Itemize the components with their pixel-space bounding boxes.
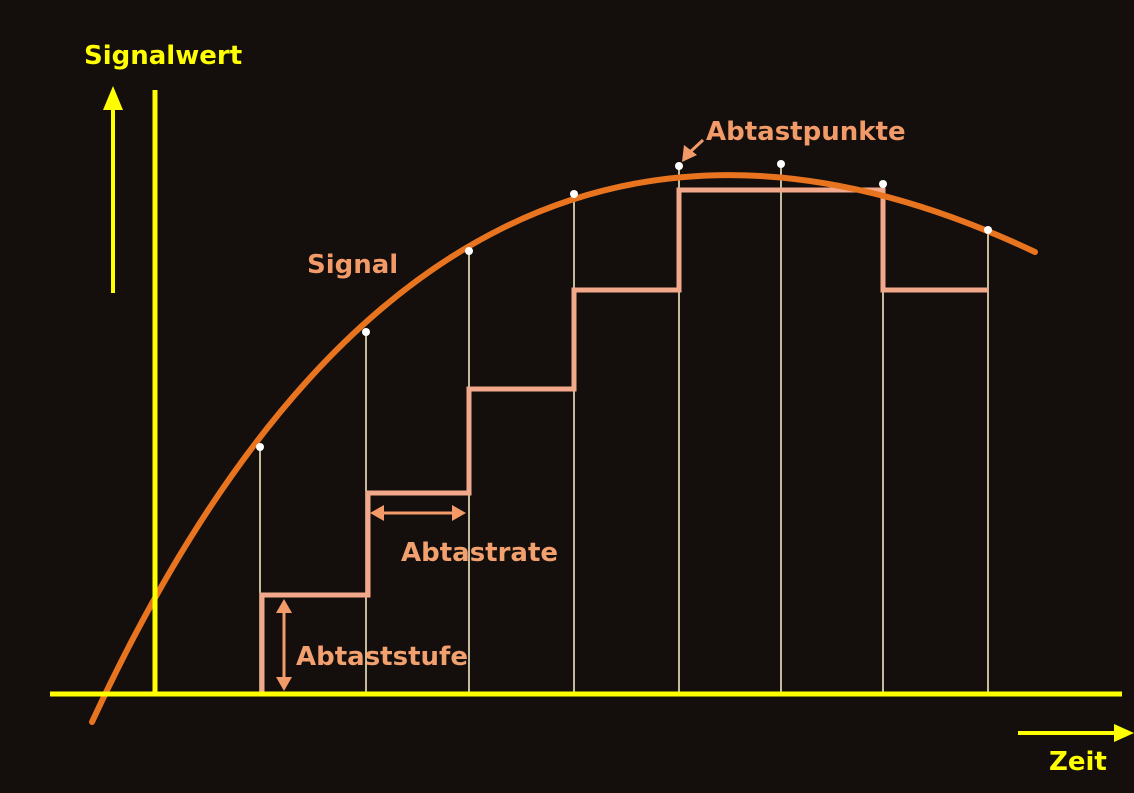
sample-step-arrow-bottom-icon (276, 677, 292, 691)
y-axis-label: Signalwert (84, 41, 242, 71)
sample-step-label: Abtaststufe (296, 642, 468, 672)
signal-label: Signal (307, 250, 398, 280)
sample-rate-arrow-left-icon (370, 505, 384, 521)
sample-step-arrow-top-icon (276, 599, 292, 613)
y-arrow-head-icon (103, 86, 123, 110)
sample-dot-8 (984, 226, 992, 234)
x-axis-arrow (1018, 724, 1134, 742)
sample-step-arrow (276, 599, 292, 691)
sample-rate-arrow (370, 505, 466, 521)
axes (50, 90, 1122, 697)
sample-dot-4 (570, 190, 578, 198)
sample-dot-3 (465, 247, 473, 255)
sample-points-pointer (682, 138, 705, 162)
quantized-steps (259, 187, 988, 694)
x-arrow-head-icon (1114, 724, 1134, 742)
sample-dot-1 (256, 443, 264, 451)
sample-rate-arrow-right-icon (452, 505, 466, 521)
sample-dot-5 (675, 162, 683, 170)
sample-points-pointer-head-icon (682, 145, 697, 162)
sample-rate-label: Abtastrate (401, 538, 558, 568)
y-axis-arrow (103, 86, 123, 293)
sample-points (256, 160, 992, 451)
signal-curve (89, 172, 1038, 725)
x-axis-label: Zeit (1049, 747, 1107, 777)
sample-dot-6 (777, 160, 785, 168)
sample-points-label: Abtastpunkte (706, 117, 906, 147)
sample-dot-7 (879, 180, 887, 188)
sample-dot-2 (362, 328, 370, 336)
